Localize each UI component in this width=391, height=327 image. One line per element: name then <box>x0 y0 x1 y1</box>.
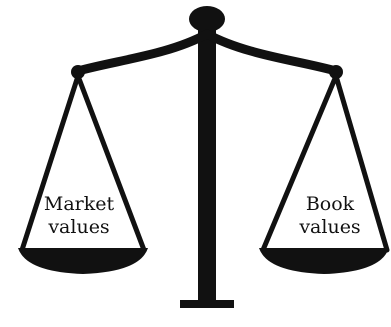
right-pan <box>259 248 389 274</box>
right-pan-label-line2: values <box>299 216 361 238</box>
scale-base <box>180 300 234 308</box>
right-pan-label-line1: Book <box>305 193 355 215</box>
right-string-inner <box>260 73 339 253</box>
beam-left-knob <box>71 65 85 79</box>
beam-right-knob <box>329 65 343 79</box>
left-string-inner <box>75 73 147 253</box>
left-pan-label-line1: Market <box>43 193 115 215</box>
left-string-outer <box>19 73 81 253</box>
left-pan <box>18 248 148 274</box>
right-string-outer <box>333 73 390 253</box>
scale-beam <box>73 28 341 76</box>
scale-post <box>198 24 216 302</box>
left-pan-label: Market values <box>36 193 122 239</box>
right-pan-label: Book values <box>290 193 370 239</box>
left-pan-label-line2: values <box>48 216 110 238</box>
